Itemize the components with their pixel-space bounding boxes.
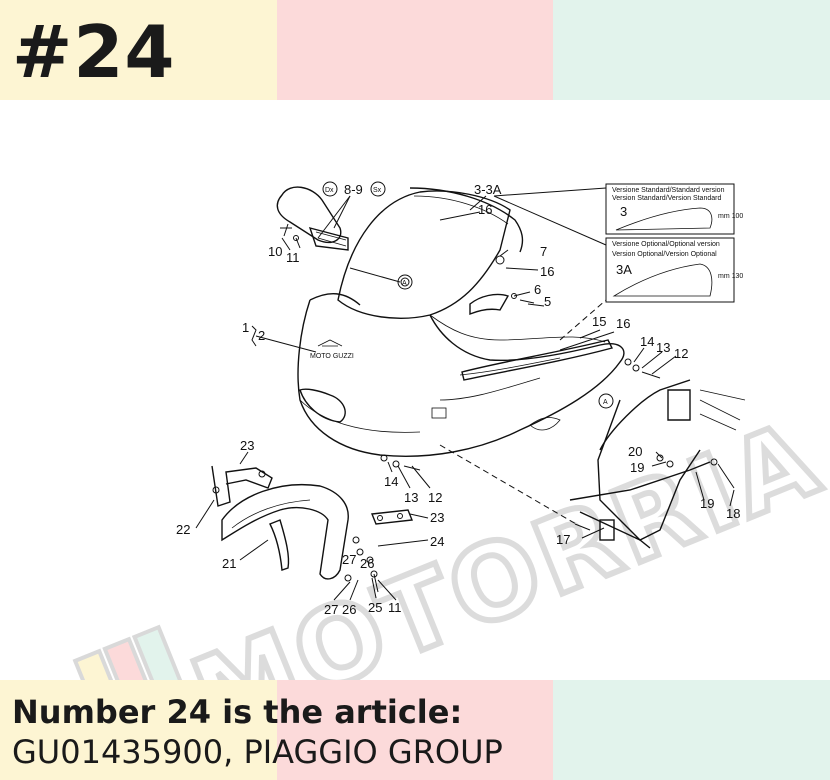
item-number: #24 [12,10,176,94]
callout-a-windscreen: A [402,280,407,287]
callout-13-right: 13 [656,340,670,355]
inset-optional-line1: Versione Optional/Optional version [612,241,720,248]
callout-21: 21 [222,556,236,571]
footer-article-heading: Number 24 is the article: [12,693,463,731]
callout-25: 25 [368,600,382,615]
alignment-line [439,444,577,525]
footer-article-code: GU01435900, PIAGGIO GROUP [12,733,503,771]
band-pink [277,680,553,780]
alignment-line-inset [559,299,607,341]
callout-7: 7 [540,244,547,259]
inset-standard-dim: mm 100 [718,213,743,220]
callout-24: 24 [430,534,444,549]
callout-12-lower: 12 [428,490,442,505]
callout-14-lower: 14 [384,474,398,489]
callout-labels: 1 2 3-3A 16 5 6 7 16 16 15 Dx 8-9 Sx 10 … [176,181,740,617]
callout-13-lower: 13 [404,490,418,505]
callout-19-right: 19 [700,496,714,511]
header-band [0,0,830,100]
callout-5: 5 [544,294,551,309]
callout-26-lower: 26 [342,602,356,617]
mirror-part [276,186,349,251]
dx-marker [322,181,338,197]
band-yellow [0,0,277,100]
callout-17: 17 [556,532,570,547]
callout-18: 18 [726,506,740,521]
callout-20: 20 [628,444,642,459]
band-pink [277,0,553,100]
band-mint [553,0,830,100]
callout-1: 1 [242,320,249,335]
callout-16-mid: 16 [540,264,554,279]
callout-sx: Sx [373,187,382,194]
brand-text: MOTO GUZZI [310,353,354,360]
watermark-text: MOTORRIA [176,397,830,680]
watermark-stripe-yellow [72,648,151,680]
inset-optional-dim: mm 130 [718,273,743,280]
diagram-svg: MOTORRIA MOTO GUZZI Version [72,181,830,680]
watermark-stripe-mint [131,624,210,680]
hardware-bits [280,227,735,593]
parts-diagram: MOTORRIA MOTO GUZZI Version [0,100,830,680]
callout-27-lower: 27 [324,602,338,617]
leader-lines [195,187,735,601]
callout-3-3a: 3-3A [474,182,502,197]
windscreen-version-inset: Versione Standard/Standard version Versi… [605,183,743,303]
callout-22: 22 [176,522,190,537]
callout-1-bracket [251,325,257,347]
windscreen-part [337,187,524,319]
band-mint [553,680,830,780]
mark-a-bracket [598,393,614,409]
callout-3a: 3A [616,262,632,277]
callout-26-upper: 26 [360,556,374,571]
callout-16-top: 16 [478,202,492,217]
callout-10: 10 [268,244,282,259]
callout-11-lower: 11 [388,600,402,615]
callout-dx: Dx [325,187,334,194]
trim-strip-part [461,293,614,381]
callout-12-right: 12 [674,346,688,361]
callout-6: 6 [534,282,541,297]
callout-15: 15 [592,314,606,329]
fairing-part: MOTO GUZZI [297,293,625,457]
inset-standard-line1: Versione Standard/Standard version [612,187,725,194]
callout-19-left: 19 [630,460,644,475]
mudguard-bracket-right [371,509,413,525]
sx-marker [370,181,386,197]
callout-14-right: 14 [640,334,654,349]
callout-23-right: 23 [430,510,444,525]
callout-11-top: 11 [286,250,300,265]
callout-27-upper: 27 [342,552,356,567]
callout-23-left: 23 [240,438,254,453]
mudguard-bracket-left [211,465,273,507]
callout-2: 2 [258,328,265,343]
callout-8-9: 8-9 [344,182,363,197]
callout-16-right: 16 [616,316,630,331]
band-yellow [0,680,277,780]
callout-3: 3 [620,204,627,219]
mudguard-part [221,484,349,580]
mark-a-windscreen [397,274,413,290]
inset-standard-line2: Version Standard/Version Standard [612,195,721,202]
footer-band [0,680,830,780]
inset-optional-line2: Version Optional/Version Optional [612,251,717,258]
watermark-stripe-pink [102,636,181,680]
callout-a-bracket: A [603,399,608,406]
